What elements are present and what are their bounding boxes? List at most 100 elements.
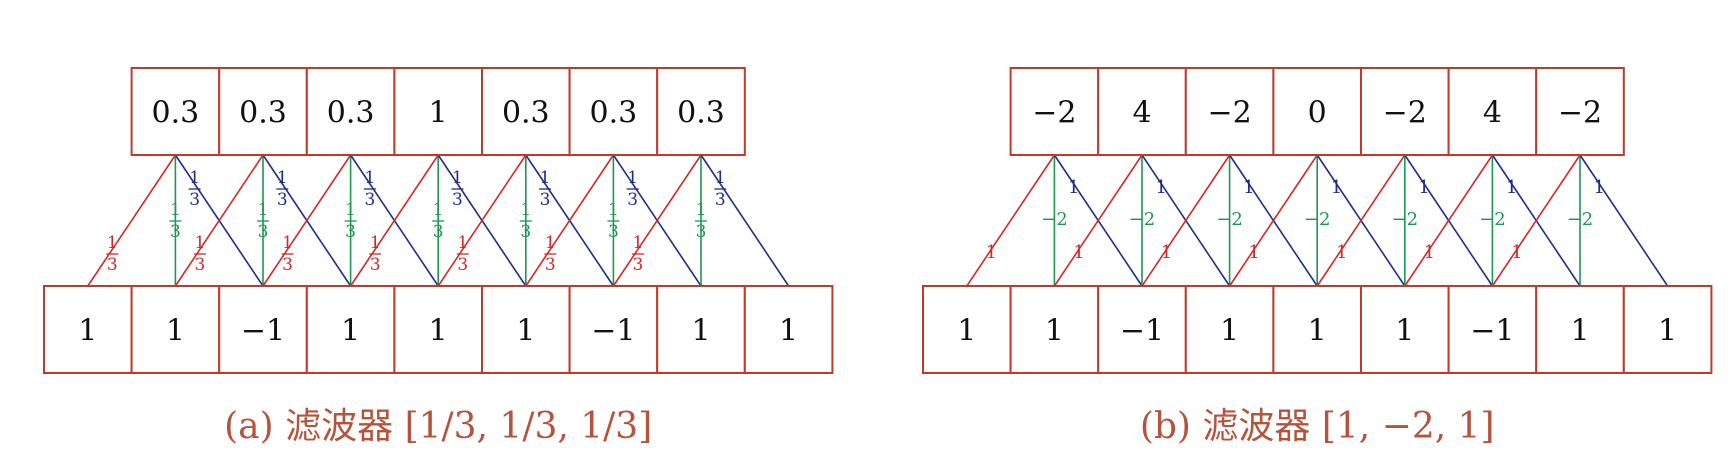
input-value: 1 — [691, 314, 710, 349]
weight-numerator: 1 — [520, 200, 531, 220]
panel-a: 1313131313131313131313131313131313131313… — [43, 67, 834, 447]
weight-label: 13 — [344, 200, 357, 242]
weight-label: 13 — [607, 200, 620, 242]
input-value: 1 — [1308, 314, 1327, 349]
output-cell: 0.3 — [656, 67, 746, 156]
output-value: 0.3 — [677, 96, 725, 131]
input-value: −1 — [241, 314, 285, 349]
weight-numerator: 1 — [282, 233, 293, 253]
weight-label: 13 — [432, 200, 445, 242]
input-value: 1 — [1045, 314, 1064, 349]
weight-label: 1 — [1073, 242, 1084, 263]
weight-label: 1 — [1156, 177, 1167, 198]
input-cell: 1 — [393, 285, 483, 374]
output-cell: 0.3 — [218, 67, 308, 156]
weight-label: 13 — [257, 200, 269, 242]
weight-denominator: 3 — [195, 255, 206, 275]
input-value: 1 — [1570, 314, 1589, 349]
weight-line — [525, 154, 615, 287]
output-cell: 0 — [1272, 67, 1363, 156]
weight-label: 1 — [1336, 242, 1347, 263]
input-cell: −1 — [218, 285, 308, 374]
weight-label: 13 — [519, 200, 532, 242]
input-cell: 1 — [1535, 285, 1625, 374]
weight-denominator: 3 — [627, 190, 638, 210]
weight-numerator: 1 — [277, 168, 288, 188]
weight-denominator: 3 — [433, 222, 444, 242]
weight-label: 1 — [1161, 242, 1172, 263]
output-cell: −2 — [1535, 67, 1625, 156]
output-value: 0.3 — [502, 96, 550, 131]
weight-numerator: 1 — [715, 168, 726, 188]
output-value: 0.3 — [590, 96, 638, 131]
weight-label: 1 — [1511, 242, 1522, 263]
weight-label: 13 — [193, 233, 206, 275]
input-cell: 1 — [1184, 285, 1275, 374]
weight-numerator: 1 — [627, 168, 638, 188]
weight-label: 1 — [1331, 177, 1342, 198]
weight-label: 13 — [369, 233, 382, 275]
weight-label: −2 — [1041, 209, 1068, 230]
input-cell: 1 — [481, 285, 571, 374]
weight-label: 1 — [1506, 177, 1517, 198]
weight-label: 13 — [539, 168, 552, 210]
input-value: 1 — [78, 314, 97, 349]
weight-numerator: 1 — [189, 168, 200, 188]
output-cell: 4 — [1447, 67, 1538, 156]
weight-denominator: 3 — [277, 190, 288, 210]
input-value: 1 — [166, 314, 185, 349]
weight-label: 13 — [714, 168, 727, 210]
output-value: 1 — [429, 96, 448, 131]
weight-label: 13 — [626, 168, 639, 210]
weight-denominator: 3 — [107, 255, 118, 275]
output-cell: −2 — [1009, 67, 1100, 156]
weight-numerator: 1 — [364, 168, 375, 188]
input-value: 1 — [516, 314, 535, 349]
weight-numerator: 1 — [433, 200, 444, 220]
output-value: 0.3 — [239, 96, 287, 131]
weight-numerator: 1 — [633, 233, 644, 253]
weight-label: −2 — [1392, 209, 1419, 230]
weight-line — [612, 154, 702, 287]
weight-label: 1 — [1243, 177, 1254, 198]
weight-line — [1141, 154, 1231, 287]
weight-numerator: 1 — [170, 200, 181, 220]
weight-line — [1053, 154, 1143, 287]
input-value: −1 — [1470, 314, 1514, 349]
weight-label: 13 — [169, 200, 182, 242]
weight-numerator: 1 — [457, 233, 468, 253]
weight-label: 1 — [1424, 242, 1435, 263]
weight-label: 13 — [695, 200, 707, 242]
weight-label: −2 — [1479, 209, 1506, 230]
input-value: 1 — [429, 314, 448, 349]
weight-denominator: 3 — [364, 190, 375, 210]
weight-denominator: 3 — [345, 222, 356, 242]
weight-line — [437, 154, 527, 287]
weight-label: 13 — [456, 233, 469, 275]
weight-line — [966, 154, 1056, 287]
weight-line — [174, 154, 264, 287]
input-value: −1 — [1120, 314, 1164, 349]
output-cell: 4 — [1097, 67, 1187, 156]
output-value: 4 — [1483, 96, 1502, 131]
input-cell: 1 — [743, 285, 834, 374]
weight-label: 13 — [544, 233, 557, 275]
weight-line — [700, 154, 790, 287]
weight-denominator: 3 — [715, 190, 726, 210]
weight-label: −2 — [1304, 209, 1331, 230]
weight-line — [1316, 154, 1406, 287]
weight-denominator: 3 — [696, 222, 707, 242]
weight-label: 1 — [1068, 177, 1079, 198]
output-value: 0.3 — [152, 96, 200, 131]
weight-label: 13 — [106, 233, 119, 275]
weight-numerator: 1 — [345, 200, 356, 220]
weight-denominator: 3 — [520, 222, 531, 242]
input-cell: 1 — [305, 285, 396, 374]
input-cell: −1 — [568, 285, 659, 374]
weight-denominator: 3 — [170, 222, 181, 242]
weight-label: 1 — [1418, 177, 1429, 198]
